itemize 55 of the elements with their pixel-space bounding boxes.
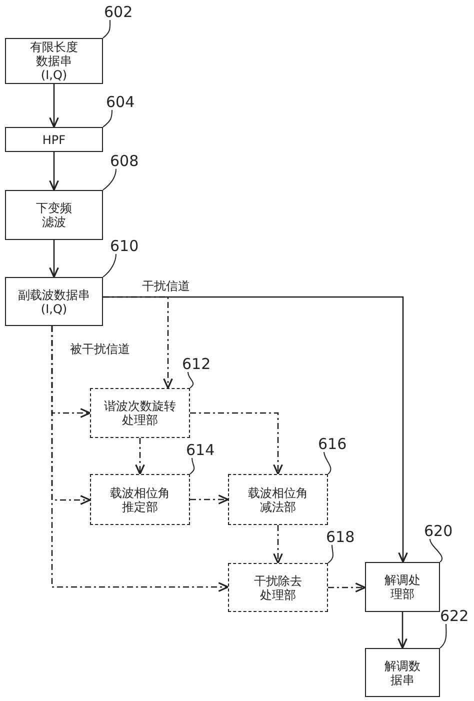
edge-label: 被干扰信道	[68, 343, 132, 355]
callout-number: 618	[326, 529, 355, 545]
arrow	[328, 582, 366, 592]
arrow	[273, 525, 283, 564]
box-label: 载波相位角减法部	[246, 486, 309, 514]
process-box	[228, 563, 328, 612]
box-label: 干扰除去处理部	[252, 574, 303, 602]
leader-line	[440, 624, 447, 648]
leader-line	[430, 538, 443, 562]
box-label: (I,Q)	[40, 68, 68, 82]
leader-line	[188, 372, 194, 388]
box-label: 谐波次数旋转处理部	[102, 399, 177, 427]
callout-number: 612	[182, 356, 211, 372]
process-box	[228, 474, 328, 525]
leader-line	[102, 20, 111, 38]
process-box	[365, 648, 440, 697]
box-label: 解调数据串	[383, 658, 422, 686]
arrow	[103, 296, 173, 389]
callout-number: 602	[104, 4, 133, 20]
arrow	[135, 438, 145, 475]
process-box	[5, 38, 103, 84]
arrow	[49, 240, 59, 278]
arrow	[398, 612, 408, 649]
box-label: 副载波数据串	[18, 288, 90, 302]
process-box	[90, 474, 190, 525]
process-box	[5, 127, 103, 152]
box-label: 解调处理部	[383, 573, 422, 601]
edge-label: 干扰信道	[140, 280, 192, 292]
leader-line	[190, 458, 195, 474]
leader-line	[102, 254, 116, 278]
leader-line	[102, 110, 112, 128]
leader-line	[102, 168, 116, 190]
process-box	[365, 562, 440, 612]
leader-line	[328, 544, 334, 564]
box-label: 载波相位角推定部	[108, 486, 171, 514]
callout-number: 608	[110, 153, 139, 169]
arrow	[190, 494, 229, 504]
box-label: HPF	[42, 132, 66, 146]
box-label: (I,Q)	[40, 302, 68, 316]
box-label: 有限长度数据串	[28, 40, 79, 68]
arrow	[51, 326, 229, 592]
callout-number: 616	[318, 436, 347, 452]
process-box	[5, 190, 103, 240]
process-box	[90, 388, 190, 438]
callout-number: 610	[110, 238, 139, 254]
callout-number: 614	[186, 442, 215, 458]
arrow	[49, 152, 59, 191]
box-label: 下变频滤波	[34, 201, 73, 229]
arrow	[190, 412, 283, 475]
callout-number: 604	[106, 94, 135, 110]
callout-number: 620	[424, 523, 453, 539]
callout-number: 622	[440, 608, 469, 624]
arrow	[49, 84, 59, 128]
leader-line	[324, 452, 332, 474]
process-box	[5, 277, 103, 326]
